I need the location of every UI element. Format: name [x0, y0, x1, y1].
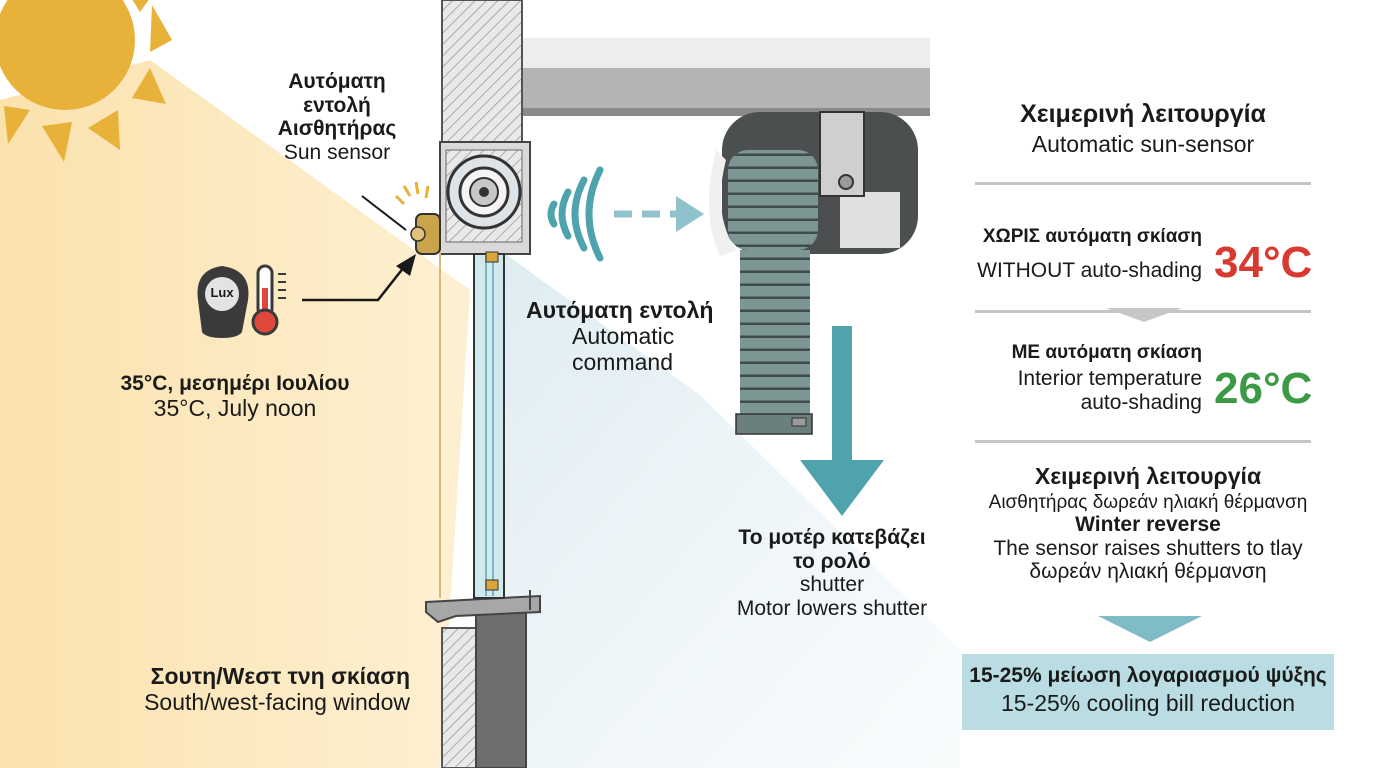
with-temp-value: 26°C — [1214, 364, 1313, 413]
outside-temp-label: 35°C, μεσημέρι Ιουλίου 35°C, July noon — [90, 372, 380, 421]
with-shading-label: ΜΕ αυτόματη σκίαση Interior temperature … — [960, 342, 1202, 414]
winter-gr: Χειμερινή λειτουργία — [1034, 463, 1262, 489]
motor-title-gr-1: Το μοτέρ κατεβάζει — [738, 526, 926, 549]
motor-label: Το μοτέρ κατεβάζει το ρολό shutter Motor… — [722, 526, 942, 620]
command-title-en-1: Automatic — [572, 322, 675, 349]
motor-title-en-2: Motor lowers shutter — [736, 596, 928, 620]
window-title-gr: Σουτη/Wεστ τνη σκίαση — [150, 663, 410, 689]
outside-temp-en: 35°C, July noon — [153, 394, 317, 421]
interior-light — [500, 250, 960, 768]
without-shading-label: ΧΩΡΙΣ αυτόματη σκίαση WITHOUT auto-shadi… — [960, 226, 1202, 283]
panel-divider-1 — [975, 182, 1311, 185]
winter-gr-sub: Αισθητήρας δωρεάν ηλιακή θέρμανση — [988, 491, 1308, 513]
window-glass — [473, 251, 505, 599]
sensor-label: Αυτόματη εντολή Αισθητήρας Sun sensor — [262, 70, 412, 164]
winter-en-sub-1: The sensor raises shutters to tlay — [993, 536, 1303, 560]
without-en: WITHOUT auto-shading — [977, 259, 1202, 283]
window-label: Σουτη/Wεστ τνη σκίαση South/west-facing … — [100, 663, 410, 716]
sensor-title-gr-3: Αισθητήρας — [277, 117, 397, 141]
panel-down-triangle-1 — [1106, 308, 1182, 322]
signal-dashed-arrow — [614, 196, 704, 232]
ceiling-slab — [522, 68, 930, 114]
meter-to-sensor-arrow — [302, 254, 416, 302]
panel-heading-gr: Χειμερινή λειτουργία — [1020, 100, 1266, 128]
command-label: Αυτόματη εντολή Automatic command — [526, 297, 736, 375]
panel-divider-3 — [975, 440, 1311, 443]
rolled-shutter — [728, 150, 818, 435]
sun-icon — [0, 0, 172, 162]
panel-heading-en: Automatic sun-sensor — [1031, 131, 1255, 157]
thermometer-icon — [251, 264, 286, 336]
sensor-title-gr-2: εντολή — [303, 93, 371, 117]
winter-en: Winter reverse — [1075, 513, 1221, 537]
lux-badge: Lux — [210, 285, 234, 300]
saving-gr: 15-25% μείωση λογαριασμού ψύξης — [969, 664, 1327, 687]
window-sill — [425, 594, 541, 624]
sun-sensor-icon — [394, 181, 441, 255]
saving-box: 15-25% μείωση λογαριασμού ψύξης 15-25% c… — [962, 654, 1334, 730]
sensor-title-gr-1: Αυτόματη — [288, 70, 386, 93]
with-en-1: Interior temperature — [1017, 367, 1202, 391]
winter-en-sub-2: δωρεάν ηλιακή θέρμανση — [1029, 560, 1267, 584]
motor-title-gr-2: το ρολό — [793, 549, 871, 573]
without-temp-value: 34°C — [1214, 238, 1313, 287]
command-title-en-2: command — [572, 348, 673, 375]
window-title-en: South/west-facing window — [144, 688, 410, 715]
with-en-2: auto-shading — [1080, 390, 1202, 414]
panel-down-triangle-2 — [1098, 616, 1202, 642]
panel-heading: Χειμερινή λειτουργία Automatic sun-senso… — [975, 100, 1311, 158]
without-gr: ΧΩΡΙΣ αυτόματη σκίαση — [982, 226, 1202, 247]
lux-meter-icon — [197, 266, 249, 338]
motor-title-en-1: shutter — [799, 573, 865, 597]
wall-lower — [441, 627, 477, 768]
command-title-gr: Αυτόματη εντολή — [526, 297, 714, 323]
sensor-leader-line — [361, 195, 407, 231]
outside-temp-gr: 35°C, μεσημέρι Ιουλίου — [120, 372, 350, 395]
wireless-signal-icon — [547, 166, 604, 262]
wall-upper — [441, 0, 523, 143]
saving-en: 15-25% cooling bill reduction — [1000, 689, 1296, 716]
shutter-down-arrow — [800, 326, 884, 516]
shutter-box — [439, 141, 531, 255]
with-gr: ΜΕ αυτόματη σκίαση — [1011, 342, 1202, 363]
winter-label: Χειμερινή λειτουργία Αισθητήρας δωρεάν η… — [960, 463, 1336, 584]
sunbeam — [0, 60, 470, 768]
sensor-title-en: Sun sensor — [283, 140, 391, 164]
